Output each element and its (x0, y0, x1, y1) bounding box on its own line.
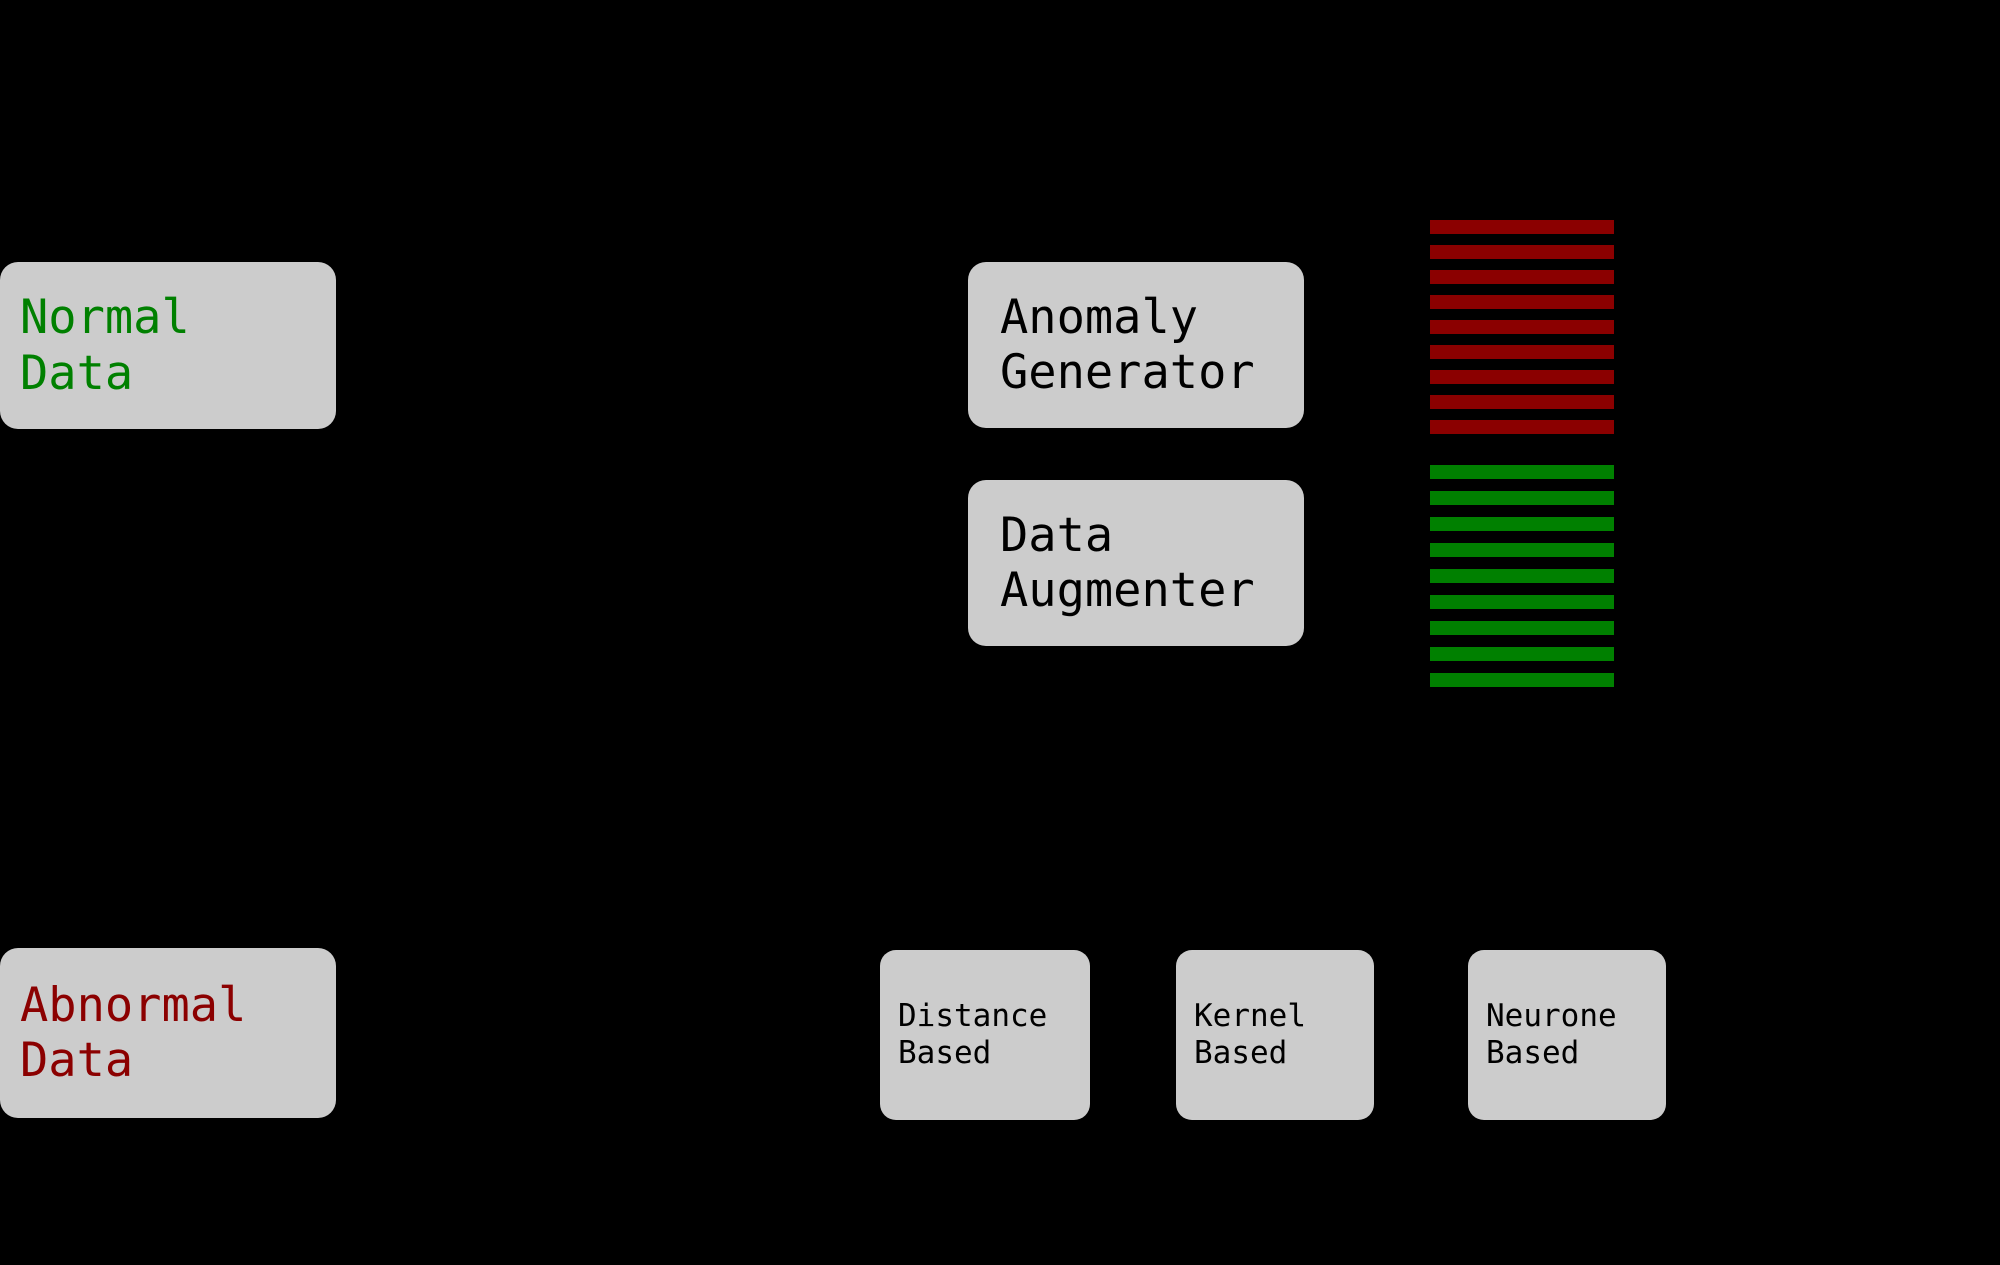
stripe-normal (1430, 491, 1614, 505)
node-neurone-based[interactable]: Neurone Based (1468, 950, 1666, 1120)
node-distance-based[interactable]: Distance Based (880, 950, 1090, 1120)
stripe-abnormal (1430, 395, 1614, 409)
node-normal-data-line2: Data (20, 345, 134, 401)
node-neurone-based-line2: Based (1486, 1035, 1580, 1071)
node-data-augmenter-line1: Data (1000, 507, 1114, 563)
stripe-abnormal (1430, 295, 1614, 309)
stripe-normal (1430, 569, 1614, 583)
stripe-normal (1430, 673, 1614, 687)
stripe-abnormal (1430, 320, 1614, 334)
stripe-abnormal (1430, 220, 1614, 234)
node-distance-based-line1: Distance (898, 998, 1048, 1035)
stripe-abnormal (1430, 245, 1614, 259)
node-normal-data-line1: Normal (20, 290, 190, 346)
node-kernel-based-line2: Based (1194, 1035, 1288, 1071)
stripe-normal (1430, 621, 1614, 635)
stripe-abnormal (1430, 345, 1614, 359)
stripe-abnormal (1430, 370, 1614, 384)
node-anomaly-generator-line2: Generator (1000, 345, 1255, 400)
node-kernel-based-line1: Kernel (1194, 998, 1306, 1035)
stripe-normal (1430, 647, 1614, 661)
node-normal-data[interactable]: Normal Data (0, 262, 336, 429)
node-data-augmenter-line2: Augmenter (1000, 563, 1255, 618)
stripe-abnormal (1430, 420, 1614, 434)
node-anomaly-generator[interactable]: Anomaly Generator (968, 262, 1304, 428)
stripe-normal (1430, 595, 1614, 609)
stripe-normal (1430, 543, 1614, 557)
node-anomaly-generator-line1: Anomaly (1000, 289, 1199, 345)
node-distance-based-line2: Based (898, 1035, 992, 1071)
stripe-normal (1430, 517, 1614, 531)
node-kernel-based[interactable]: Kernel Based (1176, 950, 1374, 1120)
node-abnormal-data[interactable]: Abnormal Data (0, 948, 336, 1118)
stripe-normal (1430, 465, 1614, 479)
node-neurone-based-line1: Neurone (1486, 998, 1617, 1035)
stripe-abnormal (1430, 270, 1614, 284)
node-abnormal-data-line1: Abnormal (20, 977, 247, 1033)
generated-dataset-stripes (1430, 220, 1614, 687)
node-data-augmenter[interactable]: Data Augmenter (968, 480, 1304, 646)
node-abnormal-data-line2: Data (20, 1033, 134, 1088)
